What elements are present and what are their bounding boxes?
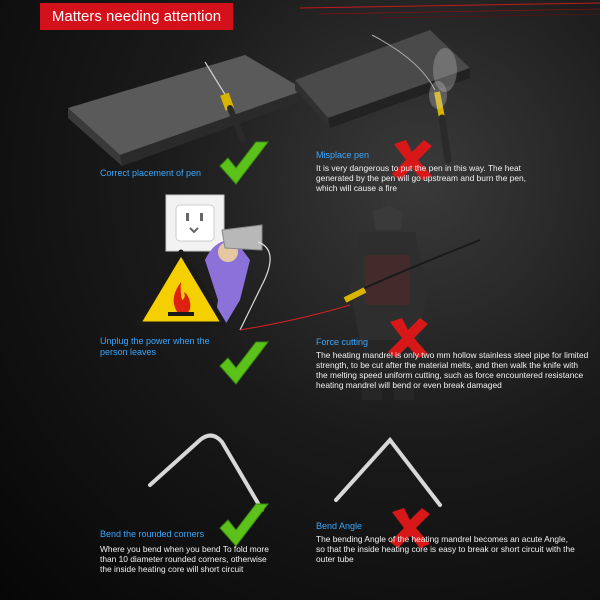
fire-warning-icon — [135, 249, 227, 327]
x-mark-icon — [390, 508, 430, 548]
power-socket-icon — [165, 194, 225, 252]
text-bend-angle: The bending Angle of the heating mandrel… — [316, 534, 575, 564]
page-title: Matters needing attention — [40, 3, 233, 30]
x-mark-icon — [392, 140, 432, 180]
check-mark-icon — [219, 503, 270, 547]
text-bend-rounded: Where you bend when you bend To fold mor… — [100, 544, 269, 574]
red-streak-decoration — [299, 2, 600, 19]
label-bend-rounded: Bend the rounded corners — [100, 529, 205, 539]
label-correct-placement: Correct placement of pen — [100, 168, 202, 178]
text-force-cutting: The heating mandrel is only two mm hollo… — [316, 350, 589, 390]
check-mark-icon — [219, 341, 270, 385]
check-mark-icon — [219, 141, 270, 185]
x-mark-icon — [388, 318, 428, 358]
label-unplug: Unplug the power when the person leaves — [100, 336, 210, 357]
label-force-cutting: Force cutting — [316, 337, 369, 347]
label-misplace-pen: Misplace pen — [316, 150, 370, 160]
label-bend-angle: Bend Angle — [316, 521, 363, 531]
text-misplace-pen: It is very dangerous to put the pen in t… — [316, 163, 526, 193]
